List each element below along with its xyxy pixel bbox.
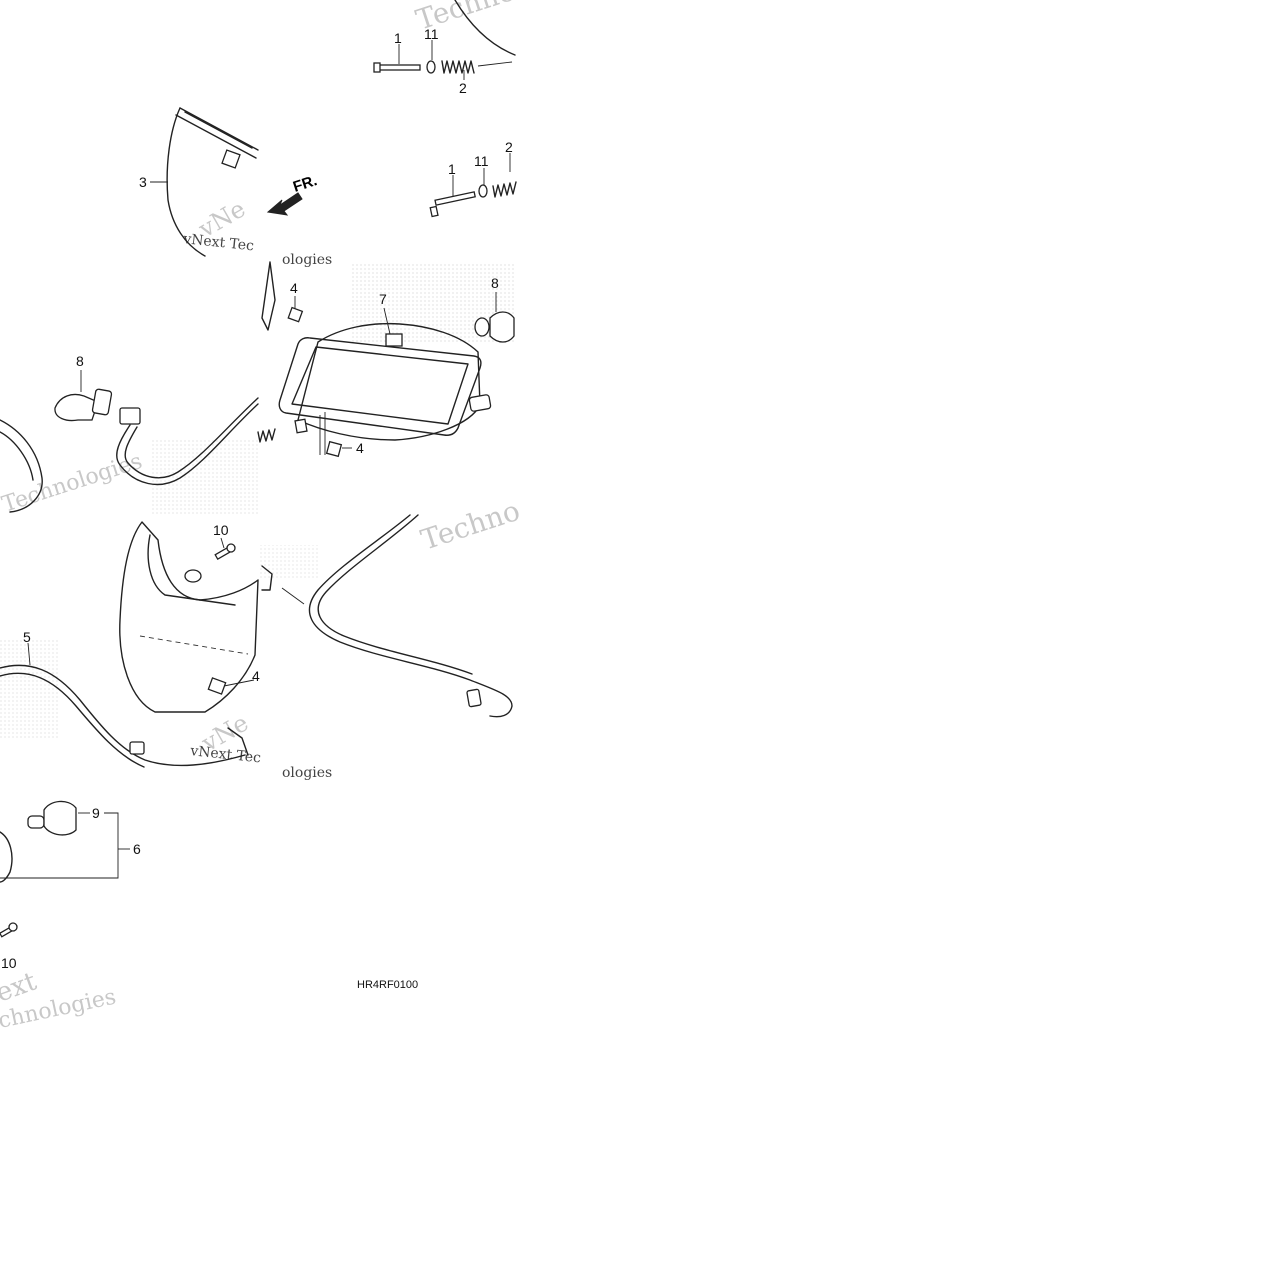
lens-cover bbox=[166, 107, 206, 257]
clip-upper bbox=[287, 306, 304, 323]
callout-bolt-lower: 1 bbox=[448, 161, 456, 177]
clip-lower bbox=[325, 440, 343, 458]
bolt-top bbox=[377, 64, 421, 71]
diagram-code: HR4RF0100 bbox=[357, 979, 418, 991]
callout-clip-upper: 4 bbox=[290, 280, 298, 296]
callout-washer-top: 11 bbox=[424, 26, 439, 42]
lower-housing-group: 10 4 5 bbox=[0, 521, 260, 768]
callout-bulb-right: 8 bbox=[491, 275, 499, 291]
headlight-top-clip bbox=[385, 333, 403, 347]
watermark-vnext-2: vNext Tec bbox=[189, 743, 262, 766]
headlight-lens bbox=[278, 337, 482, 436]
callout-spring-top: 2 bbox=[459, 80, 467, 96]
direction-label: FR. bbox=[291, 172, 319, 196]
harness bbox=[0, 664, 246, 767]
socket-assy-group: 9 6 bbox=[0, 800, 141, 883]
watermark-vnext-1: vNext Tec bbox=[182, 231, 255, 254]
arrow-icon bbox=[266, 192, 303, 216]
left-bulb-group: 8 bbox=[0, 353, 259, 513]
callout-clip-mid: 4 bbox=[252, 668, 260, 684]
callout-bulb-left: 8 bbox=[76, 353, 84, 369]
lower-housing bbox=[119, 521, 259, 713]
socket-assy-bracket bbox=[0, 812, 119, 879]
bulb-right bbox=[489, 311, 515, 343]
watermark-ologies-2: ologies bbox=[282, 765, 332, 781]
spring-top bbox=[441, 60, 475, 74]
watermark-technologies-mid: Technologies bbox=[0, 449, 145, 518]
bulb-socket-tip bbox=[27, 815, 45, 829]
callout-washer-lower: 11 bbox=[474, 153, 489, 169]
bottom-bolt-group: 10 bbox=[0, 922, 18, 971]
callout-mount-bolt-top: 10 bbox=[213, 522, 229, 538]
callout-headlight-unit: 7 bbox=[379, 291, 387, 307]
callout-mount-bolt-bottom: 10 bbox=[1, 955, 17, 971]
callout-clip-lower: 4 bbox=[356, 440, 364, 456]
bulb-socket bbox=[43, 800, 77, 836]
callout-bolt-top: 1 bbox=[394, 30, 402, 46]
bolt-lower bbox=[434, 191, 476, 206]
washer-top bbox=[426, 60, 436, 74]
watermark-ologies-1: ologies bbox=[282, 252, 332, 268]
callout-socket-assy: 6 bbox=[133, 841, 141, 857]
lower-fastener-group: 1 11 2 bbox=[429, 139, 517, 218]
callout-spring-lower: 2 bbox=[505, 139, 513, 155]
callout-harness: 5 bbox=[23, 629, 31, 645]
clip-mid bbox=[207, 677, 227, 695]
spring-mid bbox=[257, 428, 276, 443]
front-direction-arrow: FR. bbox=[266, 172, 319, 216]
spring-lower bbox=[492, 181, 517, 198]
right-harness-group bbox=[261, 514, 513, 718]
watermarks: Techno vNext Tec vNe ologies Technologie… bbox=[0, 0, 524, 1034]
top-fastener-group: 1 11 2 bbox=[373, 0, 516, 96]
callout-lens-cover: 3 bbox=[139, 174, 147, 190]
lens-cover-group: 3 bbox=[139, 107, 259, 257]
bulb-left bbox=[54, 393, 99, 422]
washer-lower bbox=[478, 184, 488, 198]
headlight-unit-group: 4 7 8 4 bbox=[257, 261, 515, 458]
callout-bulb-socket: 9 bbox=[92, 805, 100, 821]
watermark-techno-right: Techno bbox=[417, 494, 524, 557]
